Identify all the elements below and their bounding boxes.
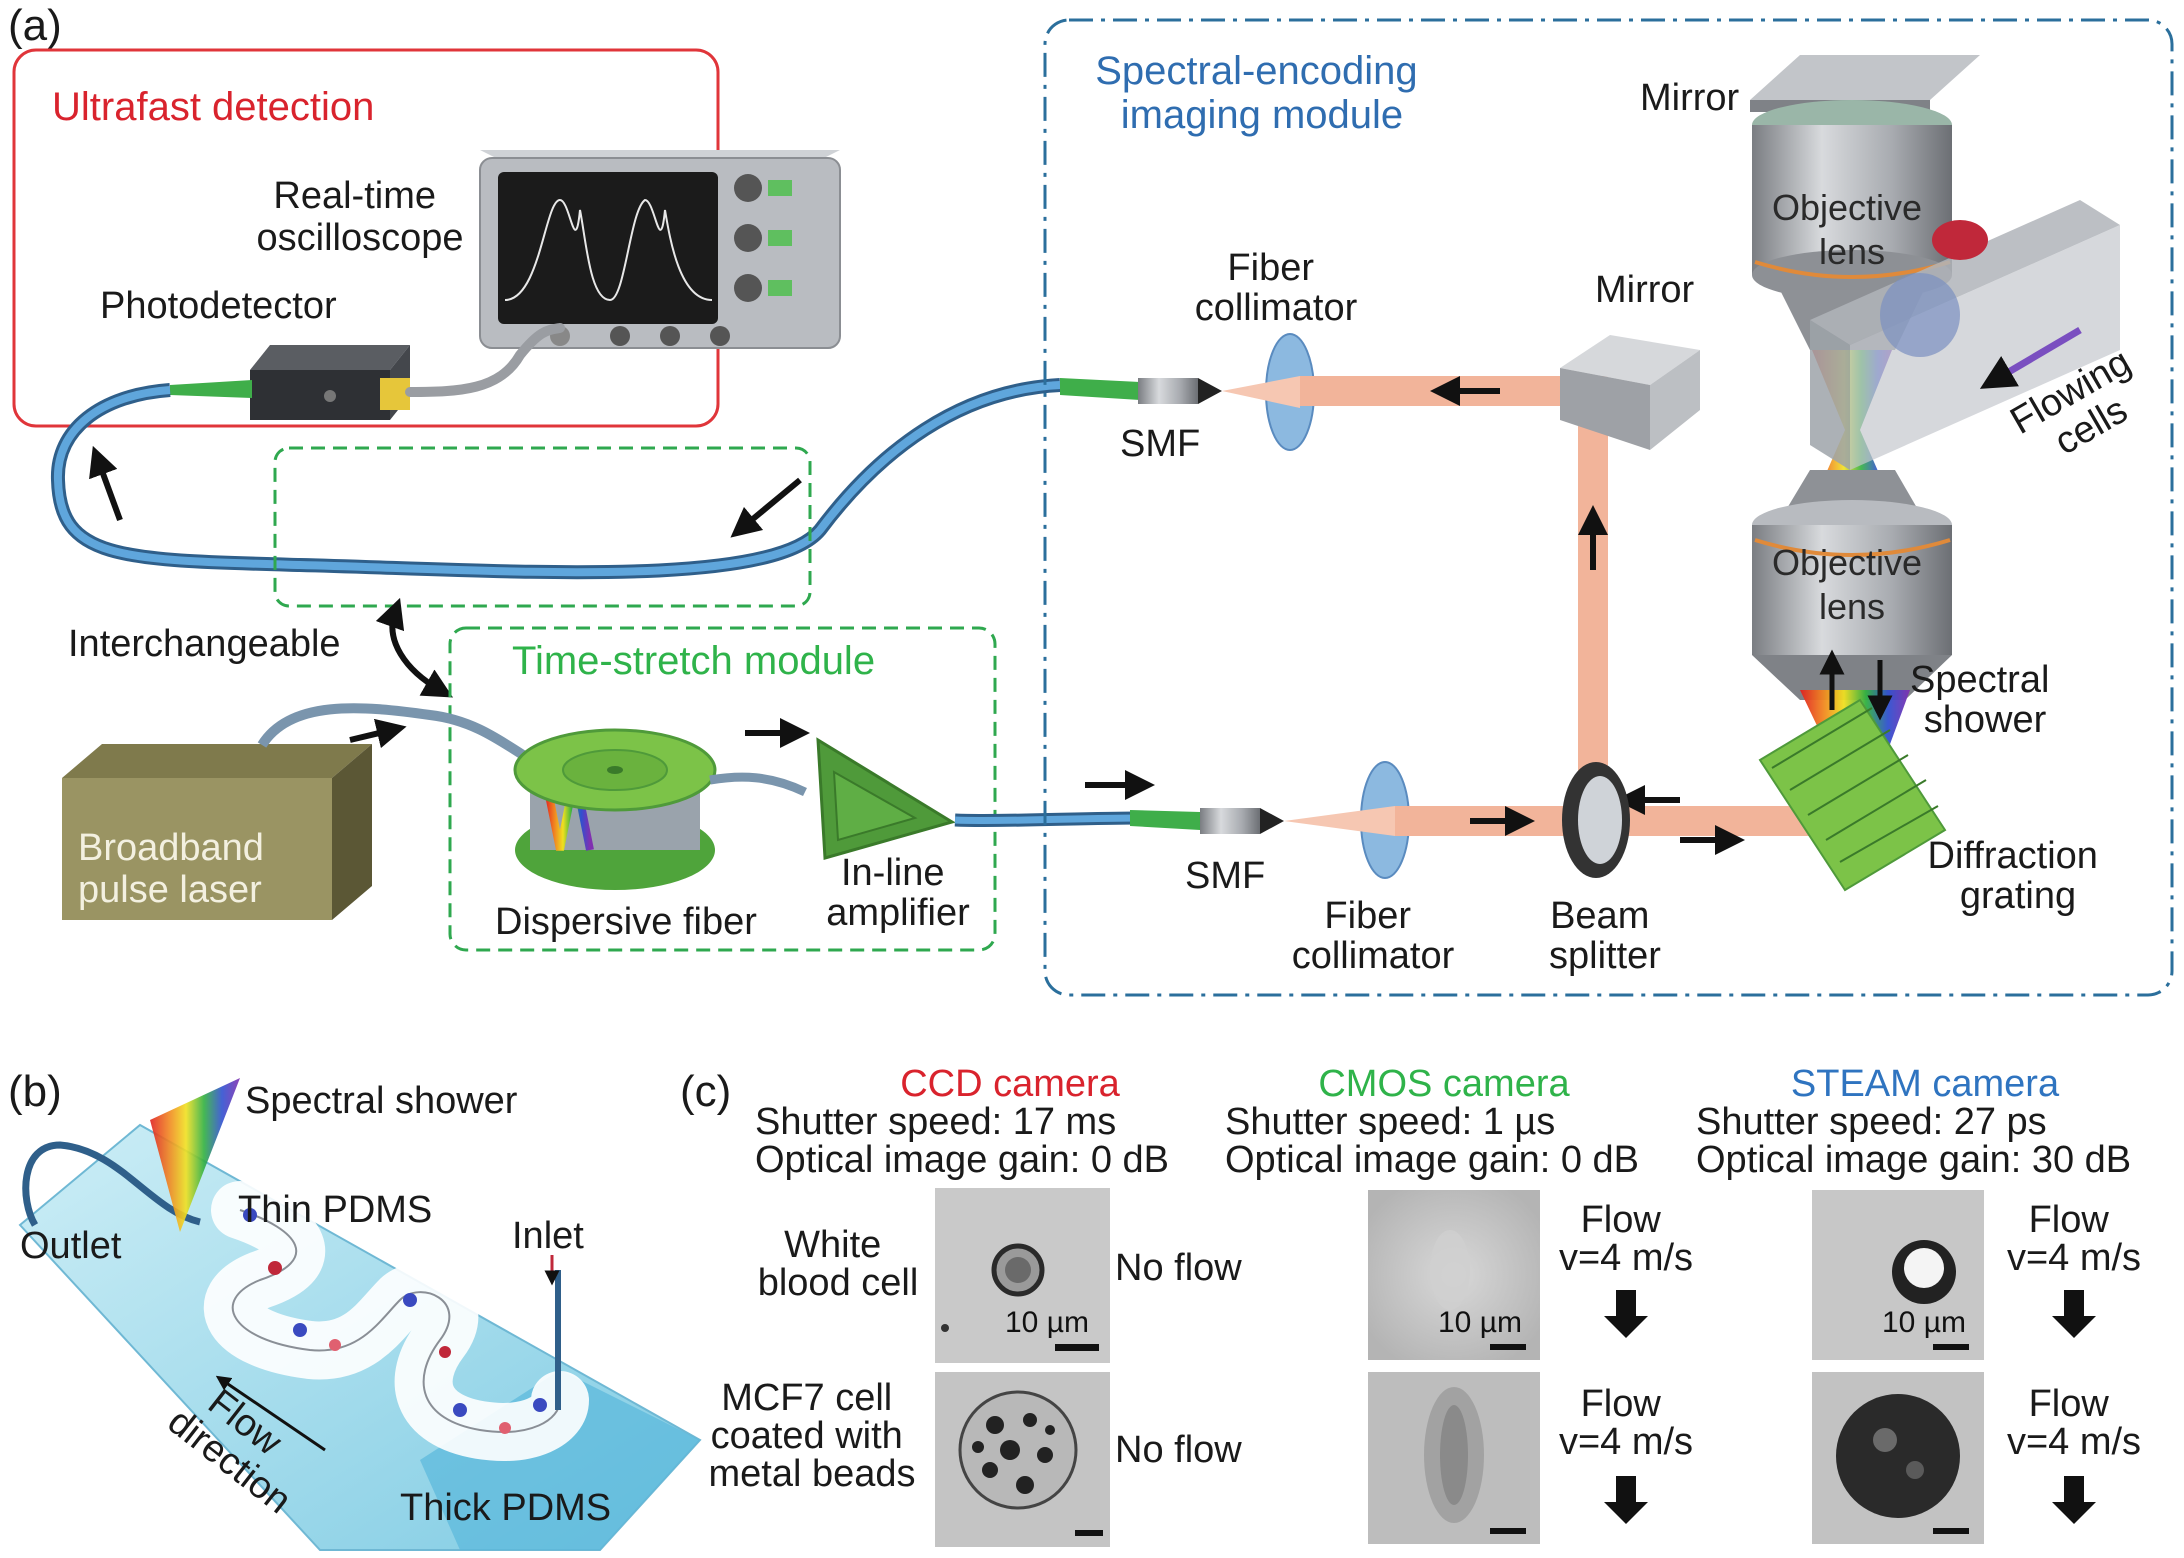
diffraction-grating <box>1758 698 1947 892</box>
spectral-encoding-module-box <box>1043 18 2174 997</box>
ccd-scale-bar <box>1055 1344 1099 1351</box>
objective-lens-lower <box>1752 470 1952 700</box>
oscilloscope <box>479 150 841 349</box>
smf-connector-top <box>1060 378 1222 404</box>
panel-a-label: (a) <box>8 1 62 50</box>
oscilloscope-label: Real-time oscilloscope <box>257 175 464 259</box>
thin-pdms-label: Thin PDMS <box>238 1189 432 1231</box>
broadband-laser <box>62 744 372 920</box>
spectral-module-title: Spectral-encoding imaging module <box>1095 49 1429 137</box>
interchangeable-label: Interchangeable <box>68 623 341 665</box>
ccd-title: CCD camera <box>900 1063 1120 1105</box>
spectral-shower-label-b: Spectral shower <box>245 1080 518 1122</box>
photodetector-label: Photodetector <box>100 285 337 327</box>
panel-c: (c) CCD camera Shutter speed: 17 ms Opti… <box>680 1063 2141 1547</box>
free-space-beams <box>1222 376 1835 836</box>
inlet-label: Inlet <box>512 1215 584 1257</box>
interchangeable-arrow <box>375 597 454 698</box>
cmos-flow-arrow-wbc <box>1604 1290 1648 1338</box>
panel-c-label: (c) <box>680 1067 731 1116</box>
spectral-shower-label: Spectral shower <box>1910 659 2060 741</box>
return-fiber <box>50 378 1061 580</box>
cmos-scale-bar-2 <box>1490 1528 1526 1534</box>
ccd-scale-label: 10 µm <box>1005 1306 1089 1339</box>
outlet-label: Outlet <box>20 1225 122 1267</box>
ccd-image-wbc: 10 µm <box>935 1188 1110 1363</box>
spool-to-amp-fiber <box>709 772 807 797</box>
photodetector <box>170 345 410 420</box>
row-label-mcf7: MCF7 cell coated with metal beads <box>708 1377 915 1495</box>
outlet-tube <box>22 1141 201 1227</box>
steam-image-wbc: 10 µm <box>1812 1190 1984 1360</box>
ccd-flow-label-wbc: No flow <box>1115 1247 1242 1289</box>
panel-b-label: (b) <box>8 1067 62 1116</box>
photodetector-cable <box>405 323 565 397</box>
cmos-image-wbc: 10 µm <box>1368 1190 1540 1360</box>
steam-flow-label-mcf7: Flow v=4 m/s <box>2007 1383 2141 1463</box>
fiber-direction-arrow-2 <box>89 445 123 522</box>
steam-flow-arrow-mcf7 <box>2052 1476 2096 1524</box>
flowing-cells-arrow <box>1979 326 2082 389</box>
cmos-title: CMOS camera <box>1318 1063 1570 1105</box>
steam-scale-label: 10 µm <box>1882 1306 1966 1339</box>
cmos-scale-label: 10 µm <box>1438 1306 1522 1339</box>
steam-scale-bar <box>1933 1344 1969 1350</box>
time-stretch-module-box <box>448 626 997 952</box>
beam-splitter <box>1562 762 1630 878</box>
folding-mirror <box>1560 335 1700 450</box>
steam-image-mcf7 <box>1812 1372 1984 1544</box>
smf-connector-bottom <box>1130 808 1284 834</box>
steam-gain: Optical image gain: 30 dB <box>1696 1139 2131 1181</box>
mirror-label-side: Mirror <box>1595 269 1695 311</box>
steam-scale-bar-2 <box>1933 1528 1969 1534</box>
dispersive-fiber-spool <box>513 728 717 890</box>
smf-label-top: SMF <box>1120 423 1200 465</box>
flow-direction-arrow <box>215 1375 326 1452</box>
diffraction-grating-label: Diffraction grating <box>1928 835 2109 917</box>
dispersive-fiber-label: Dispersive fiber <box>495 901 757 943</box>
thick-pdms-label: Thick PDMS <box>400 1487 611 1529</box>
chip-spectral-shower <box>150 1078 240 1232</box>
ccd-gain: Optical image gain: 0 dB <box>755 1139 1169 1181</box>
ccd-flow-label-mcf7: No flow <box>1115 1429 1242 1471</box>
laser-arrow <box>349 718 407 749</box>
objective-lens-label-upper: Objective lens <box>1772 187 1932 272</box>
cmos-shutter: Shutter speed: 1 µs <box>1225 1101 1555 1143</box>
cmos-flow-label-wbc: Flow v=4 m/s <box>1559 1199 1693 1279</box>
row-label-wbc: White blood cell <box>758 1224 919 1304</box>
fiber-direction-arrow-1 <box>730 477 802 538</box>
laser-label: Broadband pulse laser <box>78 827 275 911</box>
cmos-gain: Optical image gain: 0 dB <box>1225 1139 1639 1181</box>
cmos-scale-bar <box>1490 1344 1526 1350</box>
cmos-flow-label-mcf7: Flow v=4 m/s <box>1559 1383 1693 1463</box>
panel-b: (b) Spectral shower Thin PDMS Outlet <box>8 1067 702 1551</box>
beam-splitter-label: Beam splitter <box>1549 895 1661 977</box>
cmos-image-mcf7 <box>1368 1372 1540 1544</box>
steam-title: STEAM camera <box>1791 1063 2060 1105</box>
ultrafast-detection-title: Ultrafast detection <box>52 85 374 129</box>
flow-channel <box>1810 200 2120 470</box>
amplifier-label: In-line amplifier <box>826 852 970 934</box>
steam-flow-arrow-wbc <box>2052 1290 2096 1338</box>
objective-lens-label-lower: Objective lens <box>1772 542 1932 627</box>
ccd-shutter: Shutter speed: 17 ms <box>755 1101 1116 1143</box>
ccd-scale-bar-2 <box>1075 1530 1103 1536</box>
time-stretch-title: Time-stretch module <box>512 639 875 683</box>
cmos-flow-arrow-mcf7 <box>1604 1476 1648 1524</box>
ccd-image-mcf7 <box>935 1372 1110 1547</box>
steam-shutter: Shutter speed: 27 ps <box>1696 1101 2047 1143</box>
mirror-label-top: Mirror <box>1640 77 1740 119</box>
fiber-collimator-label-top: Fiber collimator <box>1195 247 1358 329</box>
flow-cells <box>243 1208 547 1434</box>
interchangeable-slot <box>273 446 812 608</box>
fiber-collimator-label-bottom: Fiber collimator <box>1292 895 1455 977</box>
smf-label-bottom: SMF <box>1185 855 1265 897</box>
steam-flow-label-wbc: Flow v=4 m/s <box>2007 1199 2141 1279</box>
panel-a: (a) Ultrafast detection Real-time oscill… <box>8 1 2174 997</box>
